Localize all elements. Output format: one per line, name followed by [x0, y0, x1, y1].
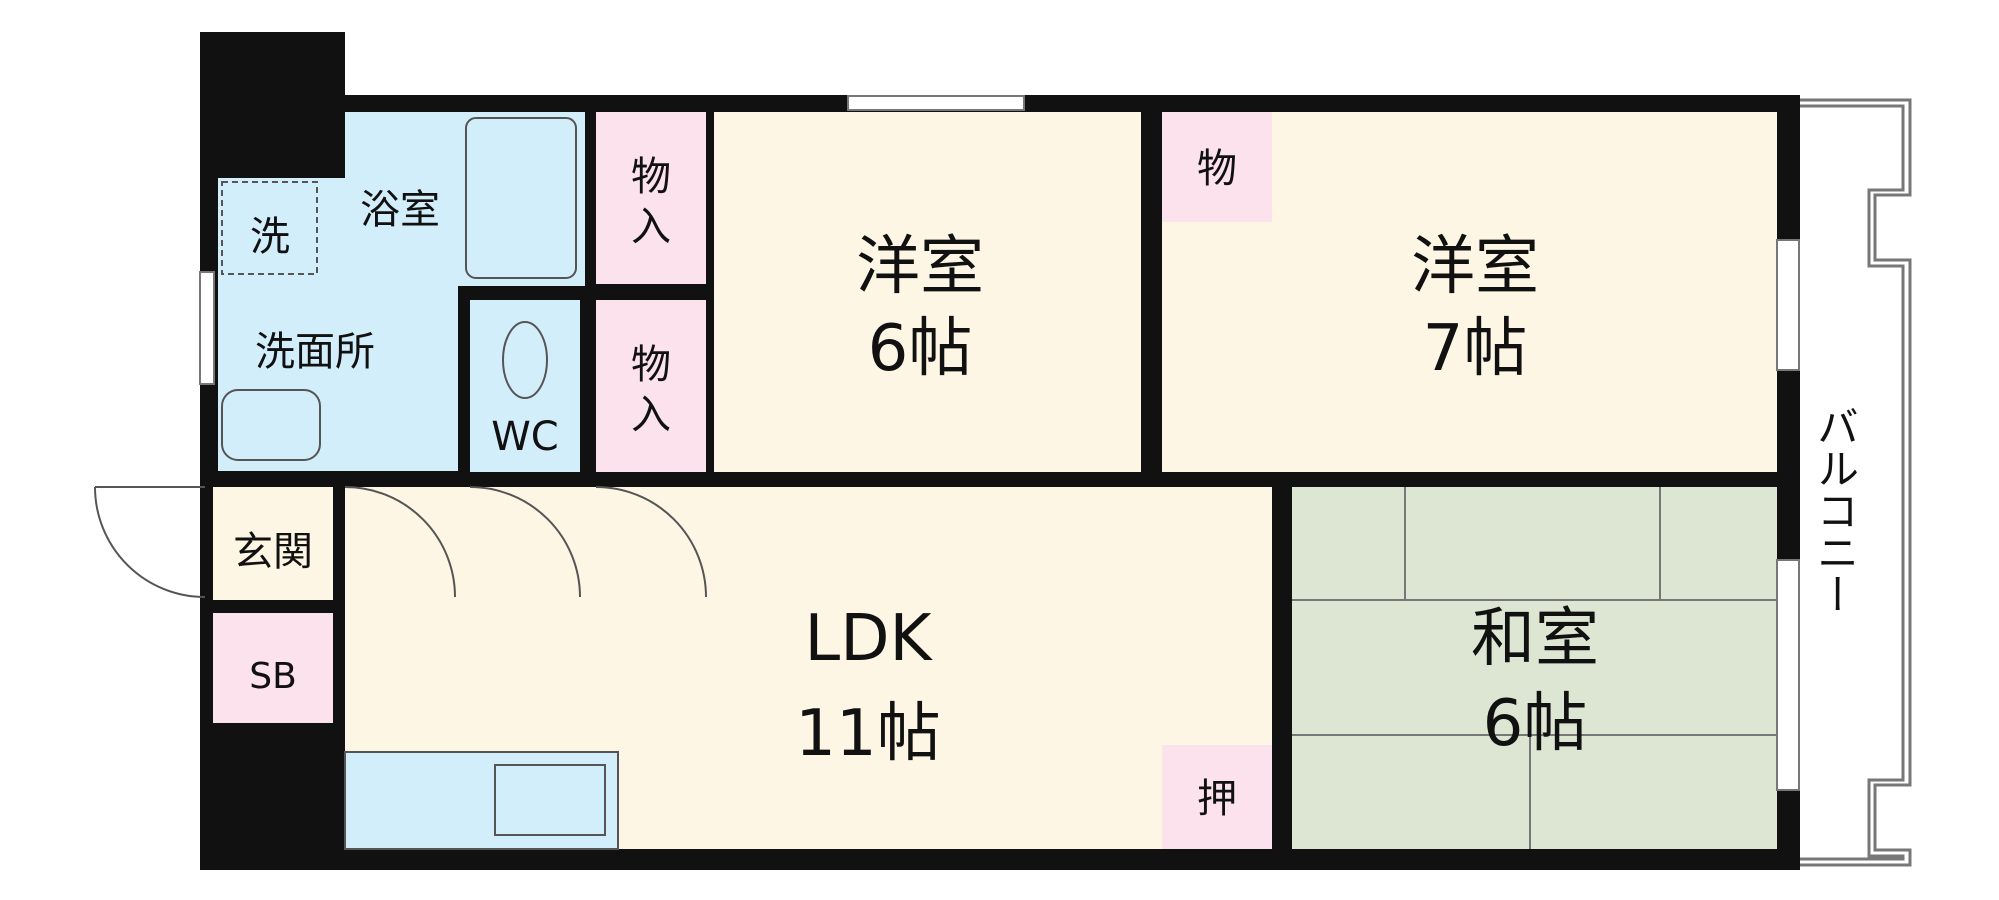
washroom-name: 洗面所	[255, 329, 375, 375]
kitchen-counter	[344, 751, 619, 850]
kitchen-sink	[494, 764, 606, 836]
bathroom-name: 浴室	[360, 187, 440, 233]
japanese-size: 6帖	[1483, 687, 1588, 761]
storage-lower-floor	[596, 300, 706, 472]
western-6-floor	[714, 112, 1141, 472]
shoebox-floor	[213, 613, 333, 723]
oshiire-name: 押	[1197, 776, 1237, 822]
japanese-floor	[1292, 487, 1777, 849]
storage-lower-line1: 物	[631, 342, 671, 388]
western-7-name: 洋室	[1411, 230, 1539, 304]
washer-pan	[221, 181, 318, 275]
western-6-size: 6帖	[868, 312, 973, 386]
balcony-name: バルコニー	[1811, 405, 1860, 615]
entrance-name: 玄関	[233, 529, 313, 575]
shoebox-name: SB	[249, 656, 297, 697]
windows	[199, 95, 1800, 791]
toilet-floor	[470, 300, 580, 472]
wash-basin	[221, 389, 321, 461]
toilet-name: WC	[491, 414, 558, 460]
storage-small-floor	[1162, 112, 1272, 222]
entrance-floor	[213, 487, 333, 600]
storage-upper-line2: 入	[631, 204, 671, 250]
japanese-name: 和室	[1471, 602, 1599, 676]
washer-name: 洗	[250, 214, 290, 260]
ldk-size: 11帖	[795, 697, 940, 771]
washer-floor	[218, 178, 325, 278]
storage-upper-floor	[596, 112, 706, 284]
hall-door-swings	[94, 486, 707, 598]
bathtub	[465, 117, 577, 279]
balcony-outline	[1790, 98, 1912, 867]
western-6-name: 洋室	[856, 230, 984, 304]
tatami-grid	[1292, 487, 1777, 849]
western-7-size: 7帖	[1423, 312, 1528, 386]
ldk-hall-floor	[345, 487, 717, 597]
ldk-name: LDK	[805, 602, 934, 676]
storage-small-name: 物	[1197, 146, 1237, 192]
toilet-bowl	[502, 321, 548, 399]
oshiire-floor	[1162, 745, 1272, 849]
storage-lower-line2: 入	[631, 392, 671, 438]
storage-upper-line1: 物	[631, 154, 671, 200]
